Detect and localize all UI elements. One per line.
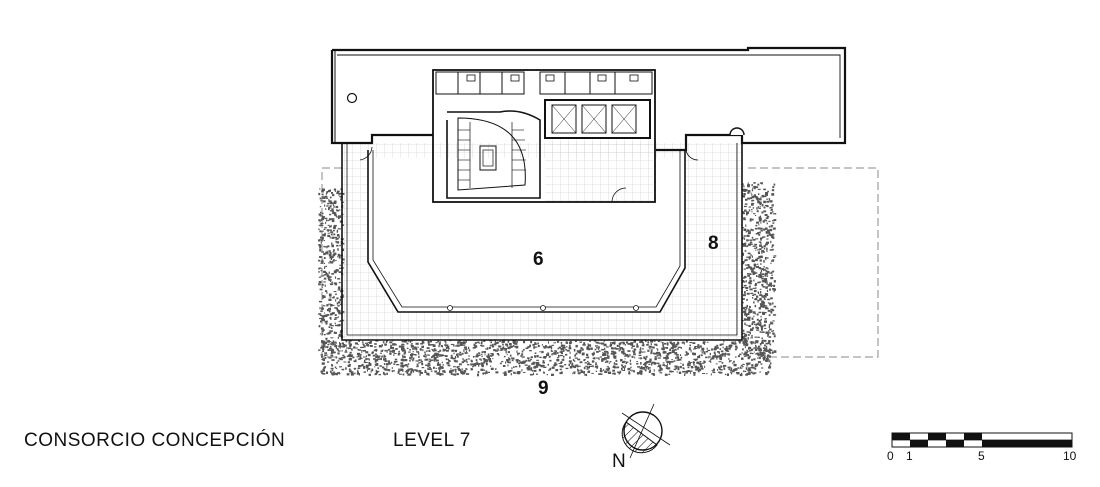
scale-bar (891, 432, 1073, 448)
zone-label-6: 6 (533, 249, 544, 270)
terrace-tiled-floor (341, 143, 743, 341)
north-label: N (612, 451, 627, 472)
zone-label-9: 9 (538, 378, 549, 399)
north-arrow-icon (621, 403, 671, 459)
scale-tick-1: 1 (906, 449, 913, 463)
building-core (432, 69, 656, 203)
project-title: CONSORCIO CONCEPCIÓN (24, 430, 286, 451)
building-outline (330, 46, 847, 161)
zone-label-8: 8 (708, 233, 719, 254)
scale-tick-10: 10 (1063, 449, 1077, 463)
vegetation-border (318, 182, 777, 377)
level-title: LEVEL 7 (393, 430, 471, 451)
scale-tick-5: 5 (978, 449, 985, 463)
scale-tick-0: 0 (887, 449, 894, 463)
